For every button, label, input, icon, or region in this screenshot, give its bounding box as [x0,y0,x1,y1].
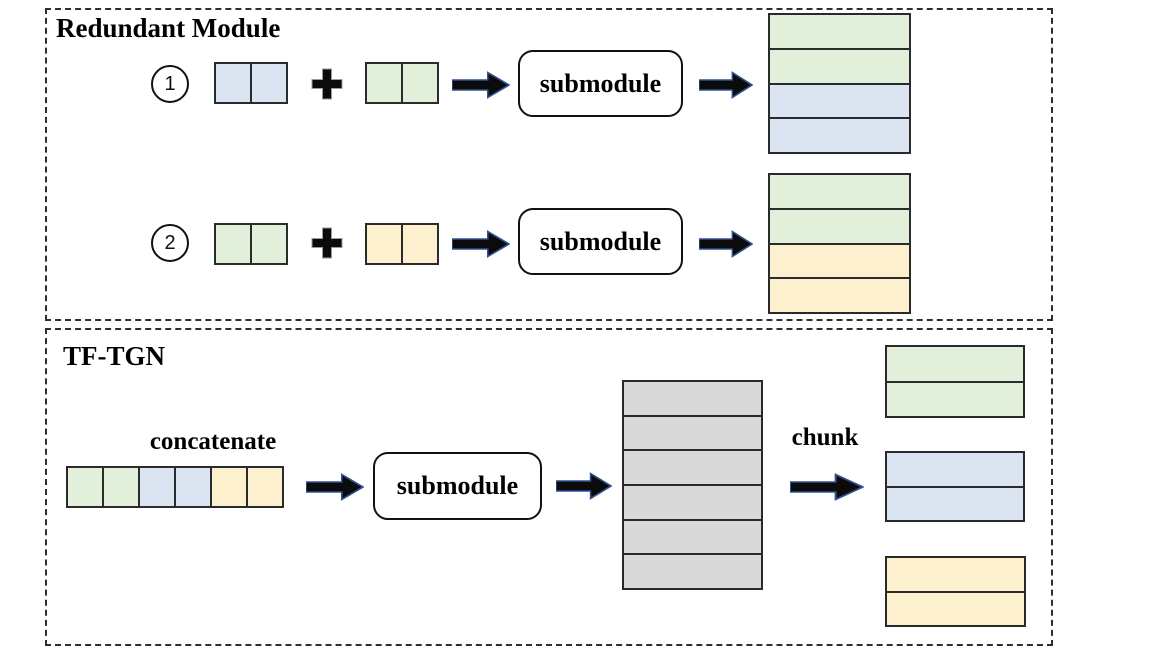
submodule-label: submodule [539,226,662,256]
step-1-input-a-pair [214,62,288,104]
gray-stack-row [624,555,761,589]
blue-stack-row [770,119,909,152]
yellow-cell [401,223,439,265]
arrow-right-icon [305,472,365,502]
chunk-label: chunk [791,424,859,451]
green-stack-row [887,347,1023,383]
arrow-right-icon [698,229,754,259]
green-stack-row [770,175,909,210]
redundant-module-title: Redundant Module [56,13,281,43]
gray-stack-row [624,416,761,452]
gray-stack-row [624,520,761,556]
blue-cell [138,466,176,508]
yellow-stack-row [770,279,909,312]
step-1-output-stack [768,13,911,154]
concatenate-label: concatenate [149,428,277,455]
step-2-badge: 2 [151,224,189,262]
arrow-right-icon [555,471,613,501]
chunk-output-stack-yellow [885,556,1026,627]
arrow-right-icon [789,472,865,502]
green-stack-row [770,209,909,245]
green-cell [401,62,439,104]
yellow-stack-row [887,558,1024,593]
green-stack-row [887,382,1023,416]
submodule-label: submodule [539,68,662,98]
submodule-box: submodule [518,50,683,117]
merged-output-stack [622,380,763,590]
yellow-cell [210,466,248,508]
tf-tgn-title: TF-TGN [63,341,166,371]
step-2-input-a-pair [214,223,288,265]
arrow-right-icon [451,229,511,259]
step-1-number: 1 [164,72,176,95]
gray-stack-row [624,451,761,487]
green-cell [250,223,288,265]
blue-cell [174,466,212,508]
green-cell [102,466,140,508]
blue-stack-row [887,453,1023,488]
submodule-box: submodule [518,208,683,275]
green-cell [66,466,104,508]
yellow-cell [365,223,403,265]
green-stack-row [770,49,909,85]
blue-stack-row [887,487,1023,520]
blue-cell [250,62,288,104]
step-1-badge: 1 [151,65,189,103]
blue-cell [214,62,252,104]
plus-icon [310,226,344,260]
step-2-output-stack [768,173,911,314]
chunk-output-stack-blue [885,451,1025,522]
green-cell [214,223,252,265]
blue-stack-row [770,84,909,120]
submodule-label: submodule [396,471,519,500]
arrow-right-icon [451,70,511,100]
gray-stack-row [624,486,761,521]
step-1-input-b-pair [365,62,439,104]
yellow-cell [246,466,284,508]
arrow-right-icon [698,70,754,100]
green-stack-row [770,15,909,50]
step-2-input-b-pair [365,223,439,265]
green-cell [365,62,403,104]
plus-icon [310,67,344,101]
step-2-number: 2 [164,231,176,254]
chunk-output-stack-green [885,345,1025,418]
concatenated-input-row [66,466,284,508]
yellow-stack-row [770,244,909,280]
yellow-stack-row [887,592,1024,625]
submodule-box: submodule [373,452,542,520]
gray-stack-row [624,382,761,417]
